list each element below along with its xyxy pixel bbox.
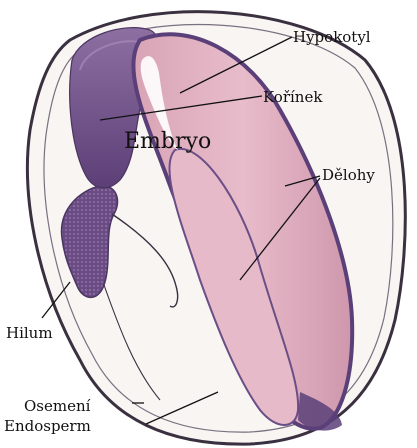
label-endosperm: Endosperm: [4, 417, 91, 435]
label-delohy: Dělohy: [322, 166, 375, 184]
label-hypokotyl: Hypokotyl: [293, 28, 371, 46]
label-korinek: Kořínek: [263, 88, 323, 106]
label-embryo: Embryo: [124, 129, 211, 154]
label-hilum: Hilum: [6, 324, 53, 342]
label-osemeni: Osemení: [24, 397, 91, 415]
